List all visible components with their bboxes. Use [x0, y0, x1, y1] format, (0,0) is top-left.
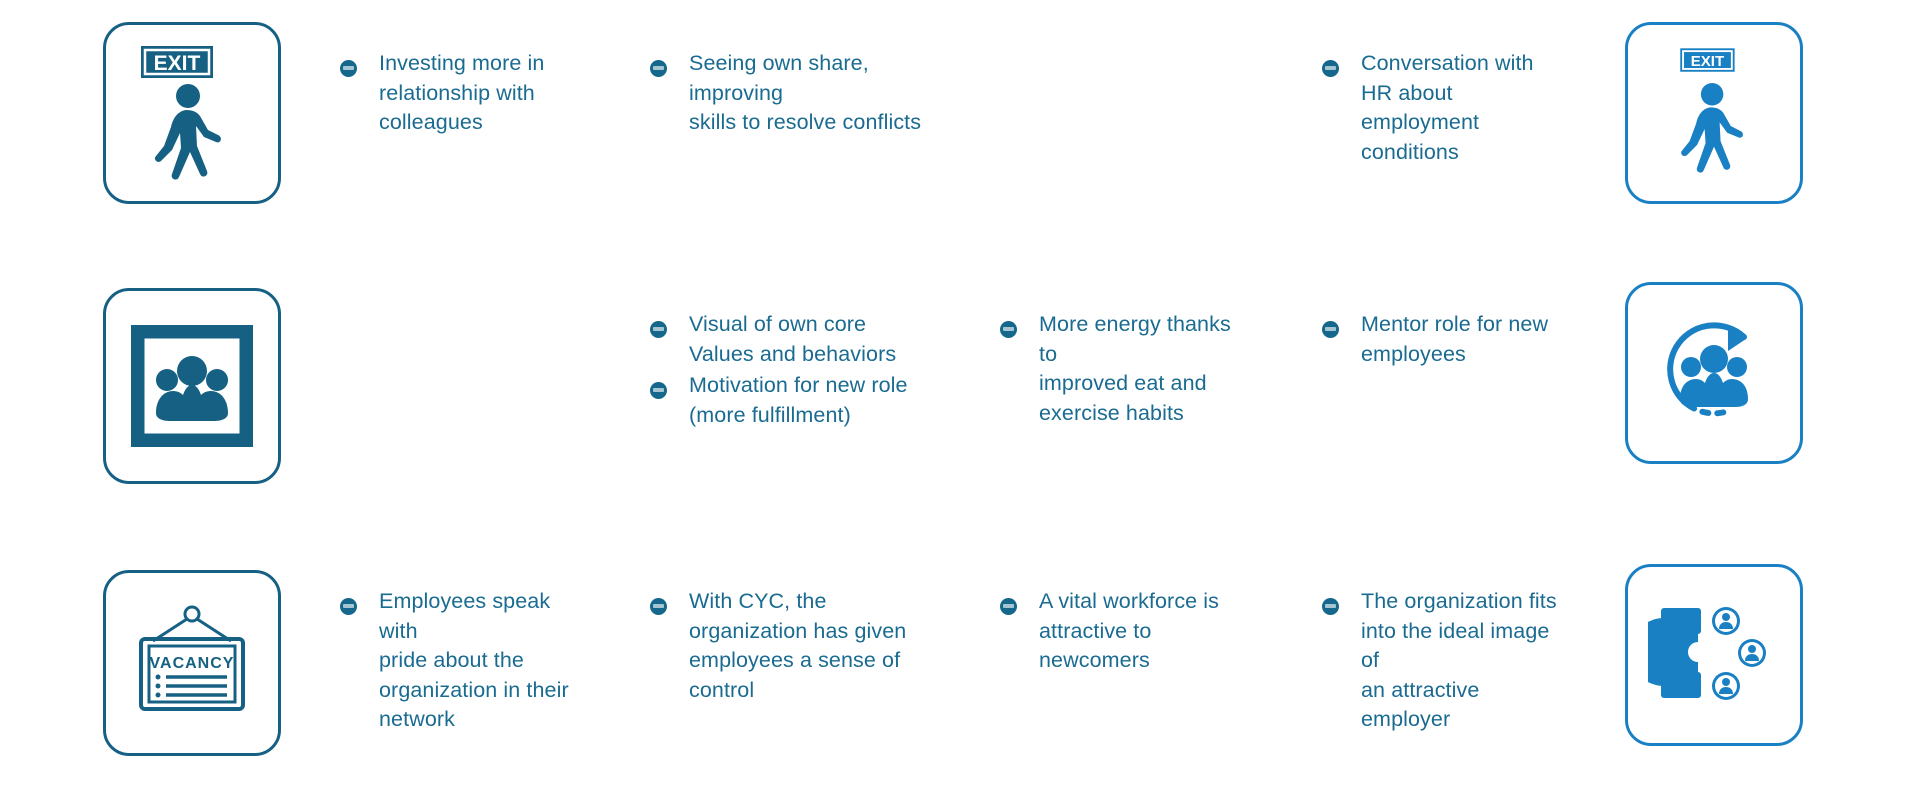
icon-card-exit-sign-left: EXIT [103, 22, 281, 204]
vacancy-label: VACANCY [150, 655, 235, 672]
bullet-text: More energy thanks to improved eat and e… [1039, 312, 1231, 425]
bullet-text: The organization fits into the ideal ima… [1361, 589, 1557, 731]
exit-sign-walking-person-icon: EXIT [141, 46, 221, 180]
person-badge-icon [1738, 639, 1766, 667]
cyc-bullet-icon [1322, 598, 1339, 615]
bullet-item: A vital workforce is attractive to newco… [1000, 587, 1250, 676]
bullet-text: A vital workforce is attractive to newco… [1039, 589, 1220, 672]
cyc-bullet-icon [650, 321, 667, 338]
infographic-row: VACANCY Employees speak with pride about… [0, 562, 1912, 792]
person-badge-icon [1712, 607, 1740, 635]
cyc-bullet-icon [340, 60, 357, 77]
text-column: Conversation with HR about employment co… [1322, 22, 1572, 169]
infographic-row: EXIT Investing more in relationship with… [0, 22, 1912, 252]
bullet-item: Mentor role for new employees [1322, 310, 1572, 369]
group-of-people-refresh-cycle-icon [1667, 322, 1762, 417]
icon-card-group-refresh-right [1625, 282, 1803, 464]
bullet-text: Employees speak with pride about the org… [379, 589, 569, 731]
text-column: Employees speak with pride about the org… [340, 562, 590, 737]
cyc-bullet-icon [1000, 598, 1017, 615]
text-column: The organization fits into the ideal ima… [1322, 562, 1572, 737]
exit-label: EXIT [1691, 53, 1724, 70]
text-column: With CYC, the organization has given emp… [650, 562, 930, 707]
icon-card-exit-sign-right: EXIT [1625, 22, 1803, 204]
bullet-item: More energy thanks to improved eat and e… [1000, 310, 1250, 428]
bullet-item: Investing more in relationship with coll… [340, 49, 590, 138]
icon-card-vacancy-sign-left: VACANCY [103, 570, 281, 756]
bullet-text: Mentor role for new employees [1361, 312, 1549, 366]
cyc-bullet-icon [1322, 321, 1339, 338]
infographic-row: Visual of own core Values and behaviors … [0, 280, 1912, 510]
icon-card-magnet-right [1625, 564, 1803, 746]
text-column: Seeing own share, improving skills to re… [650, 22, 930, 140]
magnet-attracting-people-icon [1648, 607, 1766, 700]
cyc-bullet-icon [1322, 60, 1339, 77]
cyc-bullet-icon [650, 382, 667, 399]
text-column: Visual of own core Values and behaviors … [650, 280, 930, 432]
bullet-item: With CYC, the organization has given emp… [650, 587, 930, 705]
bullet-item: Employees speak with pride about the org… [340, 587, 590, 735]
bullet-text: Seeing own share, improving skills to re… [689, 51, 922, 134]
bullet-item: The organization fits into the ideal ima… [1322, 587, 1572, 735]
icon-card-framed-group-left [103, 288, 281, 484]
exit-sign-walking-person-icon: EXIT [1680, 48, 1743, 173]
bullet-item: Conversation with HR about employment co… [1322, 49, 1572, 167]
text-column: A vital workforce is attractive to newco… [1000, 562, 1250, 678]
bullet-text: Motivation for new role (more fulfillmen… [689, 373, 908, 427]
text-column: More energy thanks to improved eat and e… [1000, 280, 1250, 430]
bullet-text: Investing more in relationship with coll… [379, 51, 545, 134]
text-column: Investing more in relationship with coll… [340, 22, 590, 140]
bullet-item: Motivation for new role (more fulfillmen… [650, 371, 930, 430]
cyc-bullet-icon [340, 598, 357, 615]
cyc-bullet-icon [650, 60, 667, 77]
bullet-item: Visual of own core Values and behaviors [650, 310, 930, 369]
exit-label: EXIT [154, 52, 201, 75]
bullet-item: Seeing own share, improving skills to re… [650, 49, 930, 138]
vacancy-hanging-sign-icon: VACANCY [139, 605, 245, 711]
person-badge-icon [1712, 672, 1740, 700]
cyc-bullet-icon [1000, 321, 1017, 338]
text-column: Mentor role for new employees [1322, 280, 1572, 371]
framed-group-of-people-icon [131, 325, 253, 447]
bullet-text: Conversation with HR about employment co… [1361, 51, 1534, 164]
cyc-bullet-icon [650, 598, 667, 615]
bullet-text: Visual of own core Values and behaviors [689, 312, 897, 366]
bullet-text: With CYC, the organization has given emp… [689, 589, 907, 702]
